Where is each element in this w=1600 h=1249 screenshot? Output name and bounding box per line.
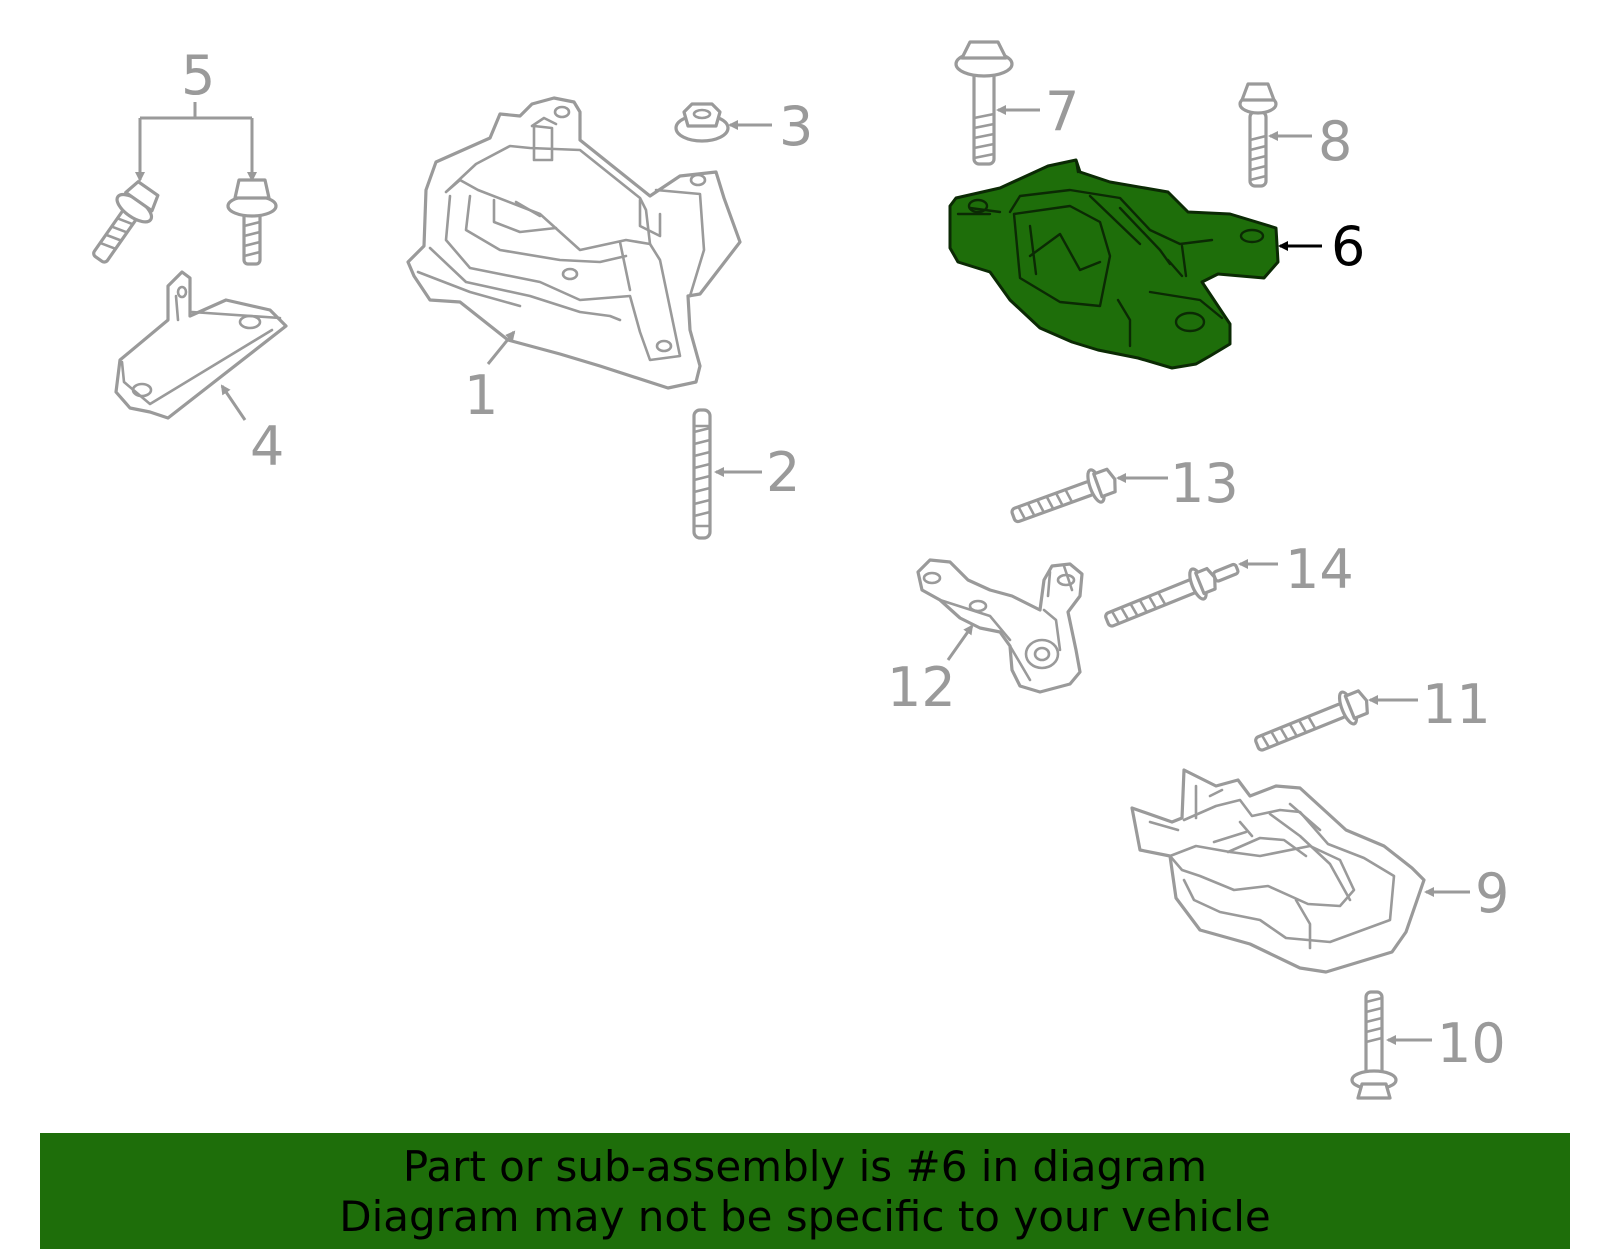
callout-8[interactable]: 8 bbox=[1318, 110, 1352, 173]
part-8-bolt[interactable] bbox=[1238, 82, 1312, 188]
callout-11[interactable]: 11 bbox=[1422, 673, 1491, 736]
part-5-bolts[interactable] bbox=[82, 102, 278, 270]
part-4-bracket[interactable] bbox=[114, 270, 288, 421]
callout-1[interactable]: 1 bbox=[464, 364, 498, 427]
banner-line-2: Diagram may not be specific to your vehi… bbox=[339, 1192, 1271, 1241]
part-13-bolt[interactable] bbox=[1007, 463, 1168, 532]
callout-10[interactable]: 10 bbox=[1437, 1012, 1506, 1075]
callout-5[interactable]: 5 bbox=[181, 44, 215, 107]
part-2-stud[interactable] bbox=[692, 408, 762, 540]
callout-9[interactable]: 9 bbox=[1475, 862, 1509, 925]
banner-line-1: Part or sub-assembly is #6 in diagram bbox=[402, 1142, 1208, 1191]
callout-6[interactable]: 6 bbox=[1331, 215, 1365, 278]
part-3-nut[interactable] bbox=[674, 102, 772, 143]
callout-2[interactable]: 2 bbox=[766, 441, 800, 504]
info-banner: Part or sub-assembly is #6 in diagram Di… bbox=[40, 1133, 1570, 1249]
callout-3[interactable]: 3 bbox=[779, 95, 813, 158]
callout-4[interactable]: 4 bbox=[250, 415, 284, 478]
callout-14[interactable]: 14 bbox=[1285, 538, 1354, 601]
part-14-bolt[interactable] bbox=[1101, 553, 1278, 635]
part-9-lower-mount[interactable] bbox=[1130, 768, 1470, 974]
callout-7[interactable]: 7 bbox=[1045, 80, 1079, 143]
part-11-bolt[interactable] bbox=[1251, 685, 1418, 761]
part-12-torque-rod[interactable] bbox=[916, 558, 1084, 694]
part-1-mount-bracket[interactable] bbox=[406, 96, 742, 390]
callout-13[interactable]: 13 bbox=[1170, 452, 1239, 515]
part-6-transmission-mount[interactable] bbox=[948, 158, 1322, 370]
callout-12[interactable]: 12 bbox=[887, 656, 956, 719]
part-7-bolt[interactable] bbox=[954, 40, 1040, 166]
part-10-bolt[interactable] bbox=[1350, 990, 1432, 1100]
